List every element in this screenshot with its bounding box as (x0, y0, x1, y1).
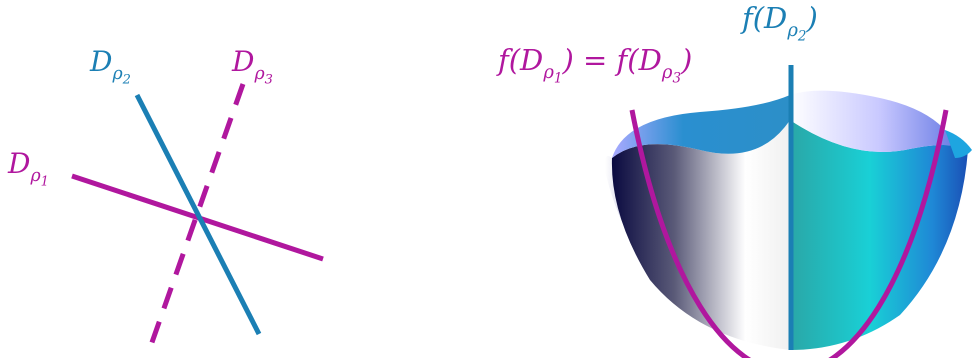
label-d-rho3: Dρ3 (232, 45, 273, 88)
label-f-d-rho2: f(Dρ2) (742, 1, 818, 45)
line-rho3 (147, 83, 246, 349)
label-f-equation: f(Dρ1) = f(Dρ3) (498, 43, 693, 87)
paraboloid-surface (604, 90, 972, 350)
line-rho2 (134, 93, 262, 336)
curve-f-rho1-rho3 (629, 109, 949, 358)
label-d-rho2: Dρ2 (90, 45, 131, 88)
label-d-rho1: Dρ1 (8, 147, 49, 190)
